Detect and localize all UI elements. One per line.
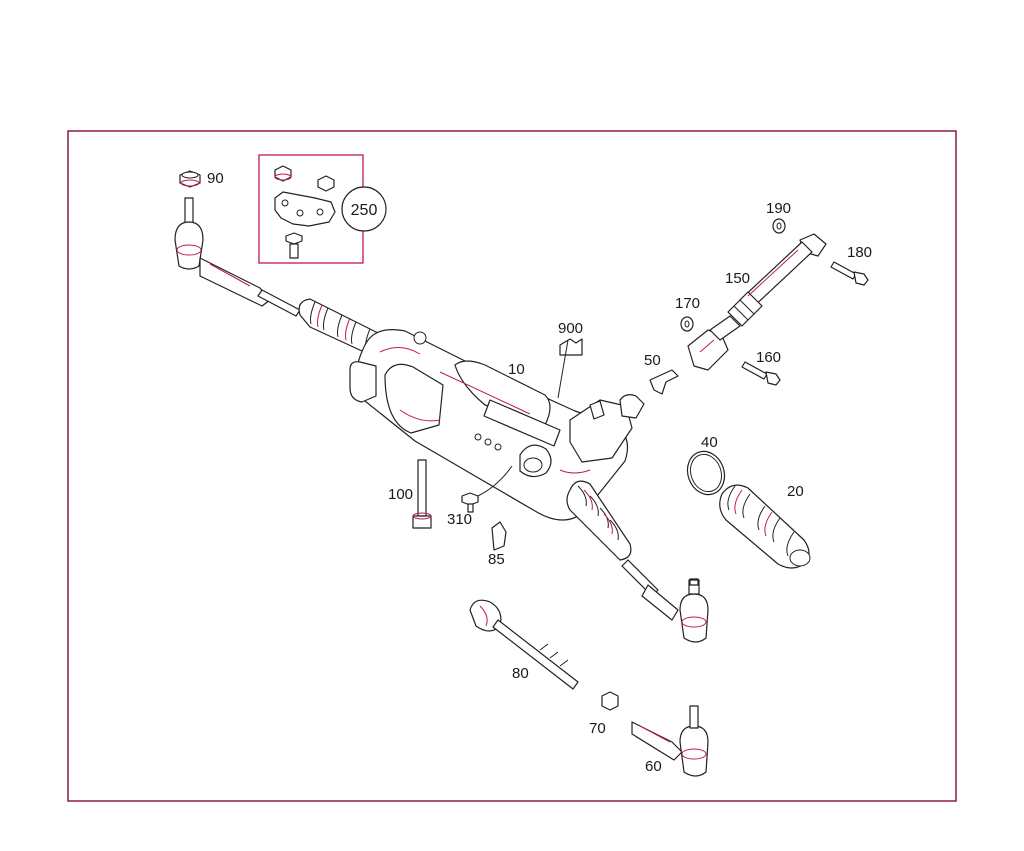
callout-70: 70 [589,720,606,737]
part-85-shim[interactable] [491,521,507,551]
callout-circle-250 [341,186,387,232]
part-150-steering-shaft[interactable] [687,233,827,371]
callout-20: 20 [787,483,804,500]
part-60-tie-rod-end[interactable] [631,705,709,777]
callout-250: 250 [351,202,378,219]
part-40-clamp[interactable] [682,446,731,500]
callout-90: 90 [207,170,224,187]
part-90-nut[interactable] [179,170,201,188]
left-tie-rod-assembly[interactable] [174,197,301,317]
part-50-clip[interactable] [649,369,679,395]
part-100-bolt[interactable] [412,459,432,529]
part-170-washer[interactable] [680,316,694,332]
callout-60: 60 [645,758,662,775]
right-housing-bellows-boot[interactable] [566,480,632,561]
callout-160: 160 [756,349,781,366]
callout-10: 10 [508,361,525,378]
callout-190: 190 [766,200,791,217]
callout-50: 50 [644,352,661,369]
part-20-bellows-boot[interactable] [719,484,811,569]
right-tie-rod-end-upper[interactable] [621,559,709,643]
part-180-bolt[interactable] [830,261,869,286]
callout-80: 80 [512,665,529,682]
part-70-nut[interactable] [601,691,619,711]
part-900-label[interactable] [559,338,583,356]
part-10-steering-gear-housing[interactable] [349,329,645,521]
callout-85: 85 [488,551,505,568]
callout-170: 170 [675,295,700,312]
callout-40: 40 [701,434,718,451]
diagram-frame [67,130,957,802]
callout-310: 310 [447,511,472,528]
wire-lead-310 [477,465,513,497]
part-190-washer[interactable] [772,218,786,234]
part-250-bracket-kit[interactable] [274,165,336,259]
part-310-bolt[interactable] [461,492,479,513]
callout-180: 180 [847,244,872,261]
leader-lines [557,339,569,399]
part-160-bolt[interactable] [741,361,781,386]
callout-100: 100 [388,486,413,503]
callout-150: 150 [725,270,750,287]
part-80-inner-tie-rod[interactable] [469,599,579,690]
callout-900: 900 [558,320,583,337]
